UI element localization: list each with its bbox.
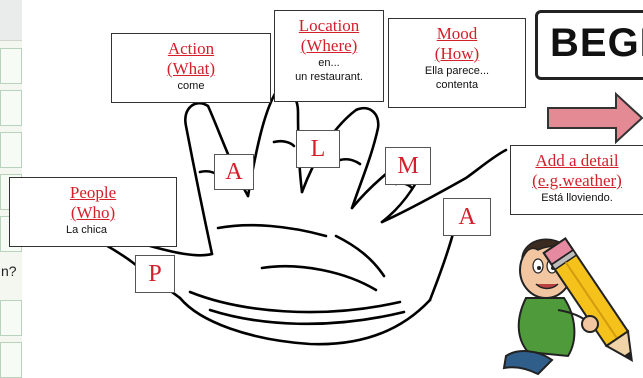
letter-a-action: A [214, 154, 254, 190]
begin-sign-text: BEGIN [550, 21, 643, 65]
detail-box: Add a detail (e.g.weather) Está lloviend… [510, 145, 643, 215]
mood-box: Mood (How) Ella parece... contenta [388, 18, 526, 108]
mood-example-line1: Ella parece... [424, 65, 490, 77]
action-subtitle: (What) [166, 59, 216, 78]
detail-subtitle: (e.g.weather) [532, 171, 622, 190]
mood-title: Mood [436, 24, 478, 43]
right-arrow-icon [547, 91, 643, 145]
location-example-line1: en... [318, 57, 340, 69]
begin-sign: BEGIN [535, 10, 643, 80]
sheet-row [0, 48, 22, 84]
location-box: Location (Where) en... un restaurant. [274, 10, 384, 102]
people-box: People (Who) La chica [9, 177, 177, 247]
mood-example-line2: contenta [435, 79, 479, 91]
sheet-row [0, 132, 22, 168]
sheet-row [0, 300, 22, 336]
letter-p: P [135, 255, 175, 293]
detail-title: Add a detail [535, 151, 619, 170]
location-title: Location [298, 16, 360, 35]
people-subtitle: (Who) [70, 203, 116, 222]
sheet-header [0, 0, 22, 41]
letter-a-detail: A [443, 198, 491, 236]
letter-l: L [296, 130, 340, 168]
action-box: Action (What) come [111, 33, 271, 103]
sheet-question-text: n? [1, 263, 17, 279]
letter-m: M [385, 147, 431, 185]
detail-example: Está lloviendo. [541, 192, 613, 204]
action-title: Action [167, 39, 215, 58]
mood-subtitle: (How) [434, 44, 480, 63]
sheet-row [0, 90, 22, 126]
action-example: come [177, 80, 205, 92]
location-subtitle: (Where) [300, 36, 358, 55]
people-example: La chica [66, 224, 107, 236]
people-title: People [69, 183, 117, 202]
location-example-line2: un restaurant. [295, 71, 363, 83]
boy-with-pencil-illustration [502, 237, 633, 376]
